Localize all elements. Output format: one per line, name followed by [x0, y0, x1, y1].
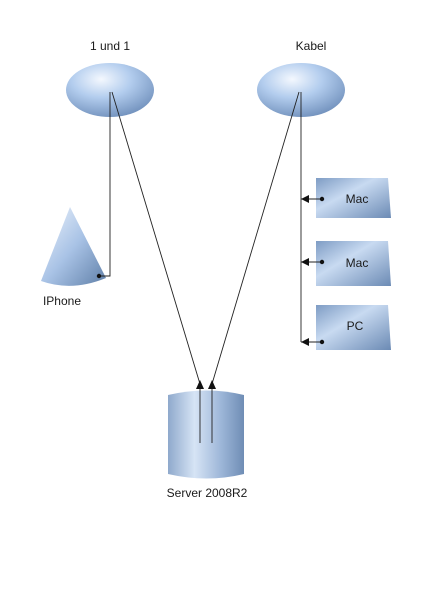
isp-1und1-label: 1 und 1 — [90, 39, 130, 53]
cone-shape — [41, 207, 106, 286]
connector-dot — [319, 196, 325, 202]
device-box — [316, 305, 391, 350]
device-label: Mac — [346, 192, 369, 206]
connector-dot — [319, 259, 325, 265]
server-node: Server 2008R2 — [167, 390, 248, 500]
connector-dot — [96, 273, 102, 279]
connector-1und1-server — [111, 91, 201, 385]
device-mac-2: Mac — [316, 241, 391, 286]
connector-dot — [319, 339, 325, 345]
server-label: Server 2008R2 — [167, 486, 248, 500]
device-box — [316, 178, 391, 218]
connector-kabel-server — [211, 91, 300, 385]
device-pc: PC — [316, 305, 391, 350]
device-label: Mac — [346, 256, 369, 270]
device-box — [316, 241, 391, 286]
arrow-left-icon — [301, 338, 309, 346]
device-label: PC — [347, 319, 364, 333]
ellipse-shape — [66, 63, 154, 117]
cylinder-shape — [168, 390, 244, 479]
iphone-label: IPhone — [43, 294, 81, 308]
arrow-up-icon — [208, 380, 216, 389]
isp-kabel-node: Kabel — [257, 39, 345, 117]
connector-1und1-iphone — [99, 92, 111, 277]
isp-kabel-label: Kabel — [296, 39, 327, 53]
iphone-node: IPhone — [41, 207, 106, 308]
arrow-up-icon — [196, 380, 204, 389]
connectors — [99, 91, 322, 443]
device-mac-1: Mac — [316, 178, 391, 218]
isp-1und1-node: 1 und 1 — [66, 39, 154, 117]
arrow-left-icon — [301, 195, 309, 203]
ellipse-shape — [257, 63, 345, 117]
arrow-left-icon — [301, 258, 309, 266]
